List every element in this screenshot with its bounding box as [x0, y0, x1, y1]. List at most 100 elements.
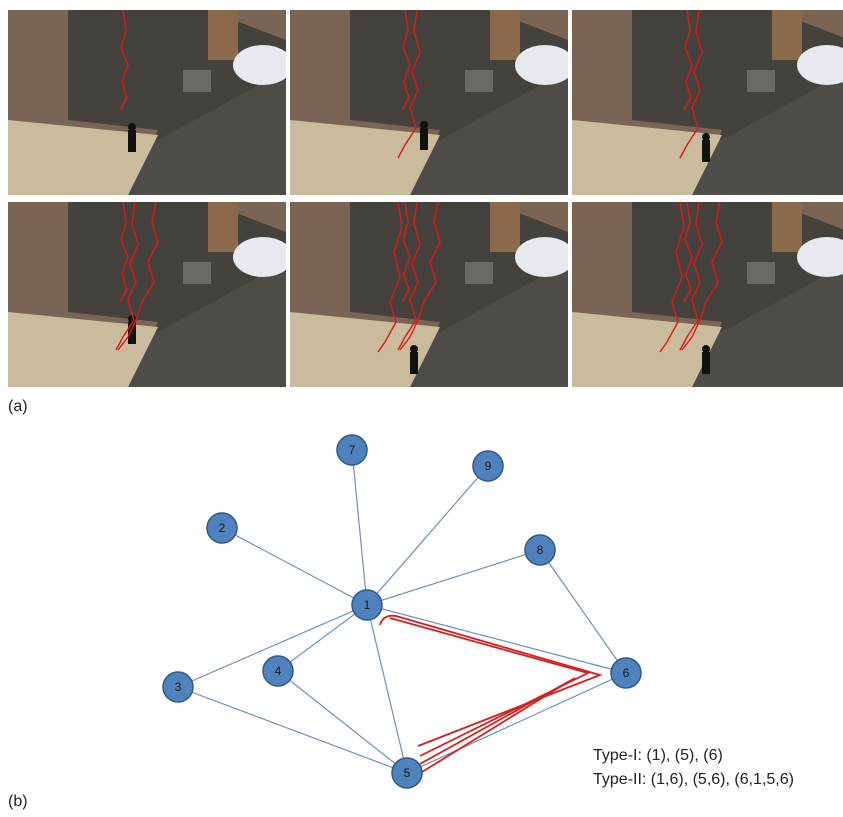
trajectory-line	[401, 10, 411, 111]
unit-box	[747, 70, 775, 92]
graph-node	[162, 671, 194, 703]
trajectory-line	[681, 202, 723, 351]
graph-diagram: 1 2 3 4 5 6 7 8 9	[162, 434, 642, 789]
trajectory-line	[397, 202, 421, 351]
unit-box	[183, 70, 211, 92]
graph-node-label: 8	[537, 543, 544, 557]
unit-box	[747, 262, 775, 284]
pavement	[572, 312, 722, 387]
trajectory-line	[117, 202, 159, 351]
person	[702, 352, 710, 374]
video-frames-grid	[8, 10, 843, 388]
trajectory-line	[679, 202, 703, 351]
pavement	[290, 312, 440, 387]
graph-edge	[366, 549, 541, 606]
trajectory-line	[683, 10, 693, 111]
graph-node	[206, 512, 238, 544]
trajectory-line	[683, 202, 693, 303]
pillar	[772, 202, 802, 252]
graph-node-label: 1	[364, 598, 371, 612]
video-frame-1	[8, 10, 286, 195]
graph-node-label: 3	[175, 680, 182, 694]
video-frame-2	[290, 10, 568, 195]
pavement	[572, 120, 722, 195]
graph-node	[336, 434, 368, 466]
trajectory-line	[119, 202, 129, 303]
person-head	[410, 345, 418, 353]
trajectory-line	[401, 202, 411, 303]
graph-edge	[406, 672, 627, 774]
graph-edge	[177, 686, 408, 774]
person-head	[420, 121, 428, 129]
car	[515, 237, 568, 277]
graph-edge	[366, 604, 627, 674]
graph-edge	[177, 604, 368, 688]
video-frame-5	[290, 202, 568, 387]
graph-node-label: 9	[485, 459, 492, 473]
graph-edge	[277, 604, 368, 672]
graph-edge	[221, 527, 368, 606]
trajectory-line	[115, 202, 139, 351]
trajectory-paths	[379, 614, 603, 773]
graph-edge	[366, 604, 408, 774]
trajectory-path	[379, 614, 603, 747]
trajectory-line	[119, 10, 129, 111]
graph-edges	[177, 449, 627, 774]
panel-label-a: (a)	[8, 398, 28, 415]
legend-type-1: Type-I: (1), (5), (6)	[593, 747, 723, 764]
trajectory-path	[419, 677, 576, 765]
graph-node-label: 2	[219, 521, 226, 535]
panel-label-b: (b)	[8, 793, 28, 810]
car	[797, 237, 843, 277]
unit-box	[465, 70, 493, 92]
unit-box	[183, 262, 211, 284]
graph-nodes: 1 2 3 4 5 6 7 8 9	[162, 434, 642, 789]
person-head	[702, 133, 710, 141]
person	[128, 130, 136, 152]
pavement	[8, 312, 158, 387]
graph-node-label: 5	[404, 766, 411, 780]
trajectory-line	[679, 10, 703, 159]
trajectory-path	[421, 681, 569, 773]
trajectory-line	[659, 202, 685, 353]
trajectory-line	[397, 10, 421, 159]
car	[233, 45, 286, 85]
graph-node	[472, 450, 504, 482]
video-frame-4	[8, 202, 286, 387]
pillar	[490, 10, 520, 60]
video-frame-3	[572, 10, 843, 195]
trajectory-line	[399, 202, 441, 351]
car	[233, 237, 286, 277]
graph-edge	[539, 549, 627, 674]
unit-box	[465, 262, 493, 284]
trajectory-path	[389, 617, 591, 757]
pillar	[208, 10, 238, 60]
video-frame-6	[572, 202, 843, 387]
car	[515, 45, 568, 85]
graph-edge	[366, 465, 489, 606]
graph-node	[262, 655, 294, 687]
pillar	[490, 202, 520, 252]
graph-node	[610, 657, 642, 689]
trajectory-line	[377, 202, 403, 353]
graph-node-label: 6	[623, 666, 630, 680]
pavement	[8, 120, 158, 195]
graph-node	[524, 534, 556, 566]
graph-node-label: 7	[349, 443, 356, 457]
pillar	[772, 10, 802, 60]
graph-node	[391, 757, 423, 789]
person	[128, 322, 136, 344]
person-head	[128, 123, 136, 131]
person	[420, 128, 428, 150]
pillar	[208, 202, 238, 252]
graph-node	[351, 589, 383, 621]
graph-edge	[351, 449, 368, 606]
legend-type-2: Type-II: (1,6), (5,6), (6,1,5,6)	[593, 771, 794, 788]
person-head	[702, 345, 710, 353]
person	[410, 352, 418, 374]
graph-edge	[277, 670, 408, 774]
pavement	[290, 120, 440, 195]
graph-node-label: 4	[275, 664, 282, 678]
person	[702, 140, 710, 162]
car	[797, 45, 843, 85]
